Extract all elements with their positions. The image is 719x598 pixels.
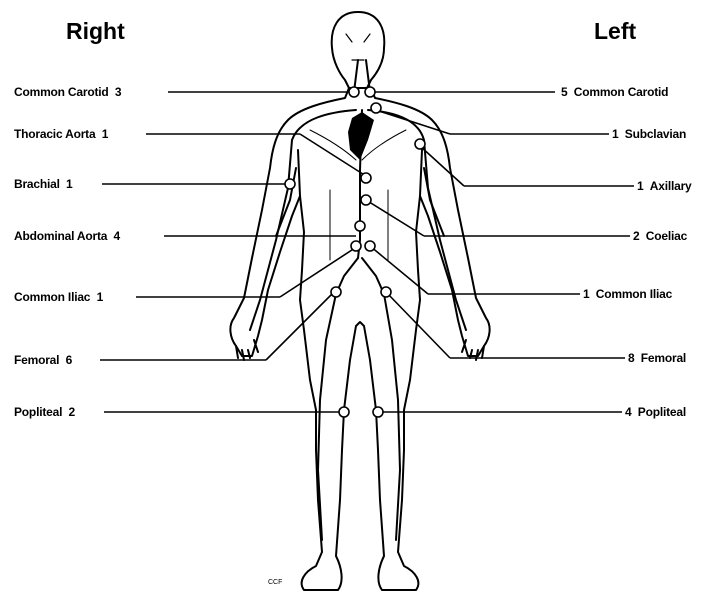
- leader-l-femoral: [386, 292, 450, 358]
- label-r-abdominal-aorta: Abdominal Aorta 4: [14, 229, 120, 243]
- marker-r-common-carotid: [349, 87, 359, 97]
- label-l-common-carotid: 5 Common Carotid: [561, 85, 668, 99]
- marker-l-subclavian: [371, 103, 381, 113]
- marker-l-axillary: [415, 139, 425, 149]
- body-face: [346, 34, 370, 60]
- artery-iliac-right: [318, 258, 358, 540]
- label-r-common-carotid: Common Carotid 3: [14, 85, 121, 99]
- label-r-popliteal: Popliteal 2: [14, 405, 75, 419]
- marker-r-popliteal: [339, 407, 349, 417]
- label-r-thoracic-aorta: Thoracic Aorta 1: [14, 127, 108, 141]
- leader-l-coeliac: [366, 200, 424, 236]
- leader-l-subclavian: [376, 110, 450, 134]
- label-l-axillary: 1 Axillary: [637, 179, 692, 193]
- marker-l-common-carotid: [365, 87, 375, 97]
- label-l-subclavian: 1 Subclavian: [612, 127, 686, 141]
- label-l-coeliac: 2 Coeliac: [633, 229, 687, 243]
- marker-r-brachial: [285, 179, 295, 189]
- marker-abdominal-aorta: [355, 221, 365, 231]
- label-l-popliteal: 4 Popliteal: [625, 405, 686, 419]
- label-l-common-iliac: 1 Common Iliac: [583, 287, 672, 301]
- header-left: Left: [594, 18, 636, 45]
- body-head: [332, 12, 385, 88]
- label-r-common-iliac: Common Iliac 1: [14, 290, 103, 304]
- marker-r-femoral: [331, 287, 341, 297]
- header-right: Right: [66, 18, 125, 45]
- label-r-brachial: Brachial 1: [14, 177, 73, 191]
- marker-l-common-iliac: [365, 241, 375, 251]
- marker-l-femoral: [381, 287, 391, 297]
- label-r-femoral: Femoral 6: [14, 353, 72, 367]
- marker-coeliac: [361, 195, 371, 205]
- body-arm-left-inner: [420, 150, 444, 236]
- credit-mark: CCF: [268, 579, 282, 586]
- marker-l-popliteal: [373, 407, 383, 417]
- label-l-femoral: 8 Femoral: [628, 351, 686, 365]
- marker-r-common-iliac: [351, 241, 361, 251]
- marker-thoracic-aorta: [361, 173, 371, 183]
- leader-l-common-iliac: [370, 246, 428, 294]
